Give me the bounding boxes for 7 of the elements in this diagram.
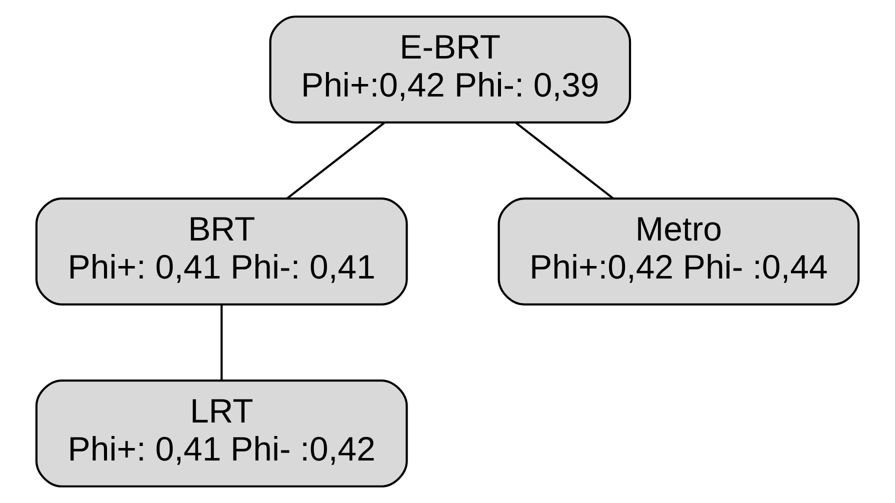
node-box: BRT Phi+: 0,41 Phi-: 0,41 [35, 198, 408, 306]
node-box: Metro Phi+:0,42 Phi- :0,44 [498, 198, 860, 306]
connector [286, 122, 386, 200]
node-box: E-BRT Phi+:0,42 Phi-: 0,39 [269, 16, 632, 124]
node-box: LRT Phi+: 0,41 Phi- :0,42 [35, 380, 408, 488]
connector [514, 122, 614, 200]
connector [220, 305, 223, 380]
